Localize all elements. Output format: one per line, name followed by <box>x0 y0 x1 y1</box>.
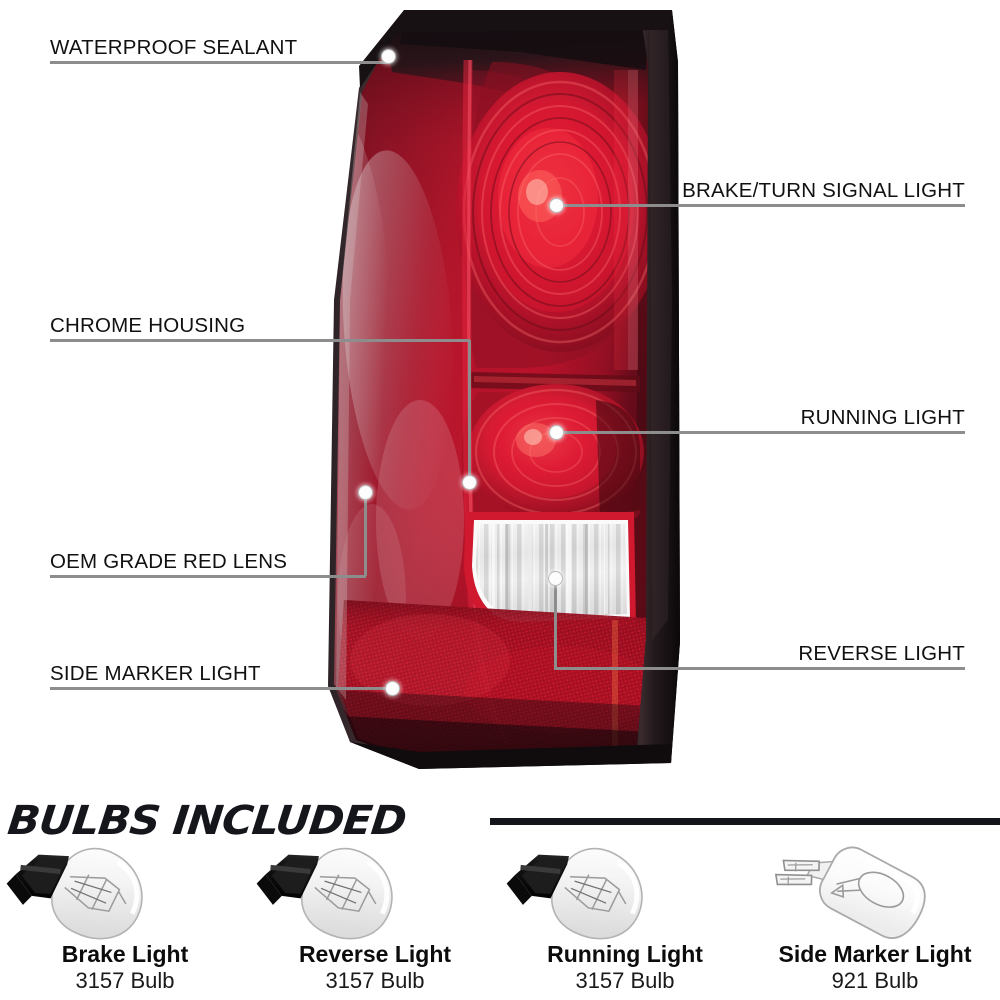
bulb-spec-reverse-light: 3157 Bulb <box>325 968 425 993</box>
bulb-art-side-marker-light <box>750 838 1000 943</box>
callout-rule <box>50 575 366 578</box>
wedge-bulb-3157-icon <box>506 847 643 940</box>
callout-dot-waterproof-sealant <box>381 49 396 64</box>
bottom-bezel-lip <box>350 742 672 769</box>
callout-rule <box>556 431 965 434</box>
bulb-name-brake-light: Brake Light <box>61 941 189 967</box>
callout-lead-reverse-light <box>554 582 557 670</box>
callout-chrome-housing: CHROME HOUSING <box>50 304 470 342</box>
callout-reverse-light: REVERSE LIGHT <box>556 632 965 670</box>
callout-dot-brake-turn-signal-light <box>549 198 564 213</box>
callout-rule <box>556 667 965 670</box>
glass-wedge-bulb-921-icon <box>774 846 926 939</box>
bulb-item-reverse-light: Reverse Light 3157 Bulb <box>250 838 500 1000</box>
callout-rule <box>50 61 388 64</box>
bulb-spec-side-marker-light: 921 Bulb <box>831 968 919 993</box>
bulb-name-side-marker-light: Side Marker Light <box>778 941 972 967</box>
right-bezel-band <box>636 10 680 763</box>
bulbs-included-section: BULBS INCLUDED <box>0 790 1000 1000</box>
bulb-item-running-light: Running Light 3157 Bulb <box>500 838 750 1000</box>
bulb-art-running-light <box>500 838 750 943</box>
callout-brake-turn-signal-light: BRAKE/TURN SIGNAL LIGHT <box>556 169 965 207</box>
callout-label-chrome-housing: CHROME HOUSING <box>50 314 246 337</box>
bulb-spec-running-light: 3157 Bulb <box>575 968 675 993</box>
bulb-art-brake-light <box>0 838 250 943</box>
callout-oem-grade-red-lens: OEM GRADE RED LENS <box>50 540 366 578</box>
callout-rule <box>50 687 392 690</box>
top-bezel-lip <box>359 10 672 88</box>
bulb-name-running-light: Running Light <box>547 941 703 967</box>
callout-dot-chrome-housing <box>462 475 477 490</box>
callout-side-marker-light: SIDE MARKER LIGHT <box>50 652 392 690</box>
callout-dot-side-marker-light <box>385 681 400 696</box>
callout-rule <box>556 204 965 207</box>
wedge-bulb-3157-icon <box>256 847 393 940</box>
callout-label-reverse-light: REVERSE LIGHT <box>798 642 965 665</box>
bulb-item-brake-light: Brake Light 3157 Bulb <box>0 838 250 1000</box>
callout-label-waterproof-sealant: WATERPROOF SEALANT <box>50 36 298 59</box>
wedge-bulb-3157-icon <box>6 847 143 940</box>
callout-lead-oem-grade-red-lens <box>364 496 367 576</box>
bulb-spec-brake-light: 3157 Bulb <box>75 968 175 993</box>
callout-label-running-light: RUNNING LIGHT <box>800 406 965 429</box>
callout-dot-running-light <box>549 425 564 440</box>
callout-running-light: RUNNING LIGHT <box>556 396 965 434</box>
brake-turn-chamber <box>456 62 650 370</box>
bulb-item-side-marker-light: Side Marker Light 921 Bulb <box>750 838 1000 1000</box>
callout-lead-chrome-housing <box>468 340 471 482</box>
callout-waterproof-sealant: WATERPROOF SEALANT <box>50 26 388 64</box>
bulbs-included-rule <box>490 818 1000 825</box>
callout-dot-reverse-light <box>548 571 563 586</box>
running-light-chamber <box>461 384 644 529</box>
bulb-art-reverse-light <box>250 838 500 943</box>
callout-label-brake-turn-signal-light: BRAKE/TURN SIGNAL LIGHT <box>682 179 965 202</box>
callout-label-side-marker-light: SIDE MARKER LIGHT <box>50 662 261 685</box>
callout-dot-oem-grade-red-lens <box>358 485 373 500</box>
callout-rule <box>50 339 470 342</box>
bulb-name-reverse-light: Reverse Light <box>298 941 452 967</box>
callout-label-oem-grade-red-lens: OEM GRADE RED LENS <box>50 550 288 573</box>
